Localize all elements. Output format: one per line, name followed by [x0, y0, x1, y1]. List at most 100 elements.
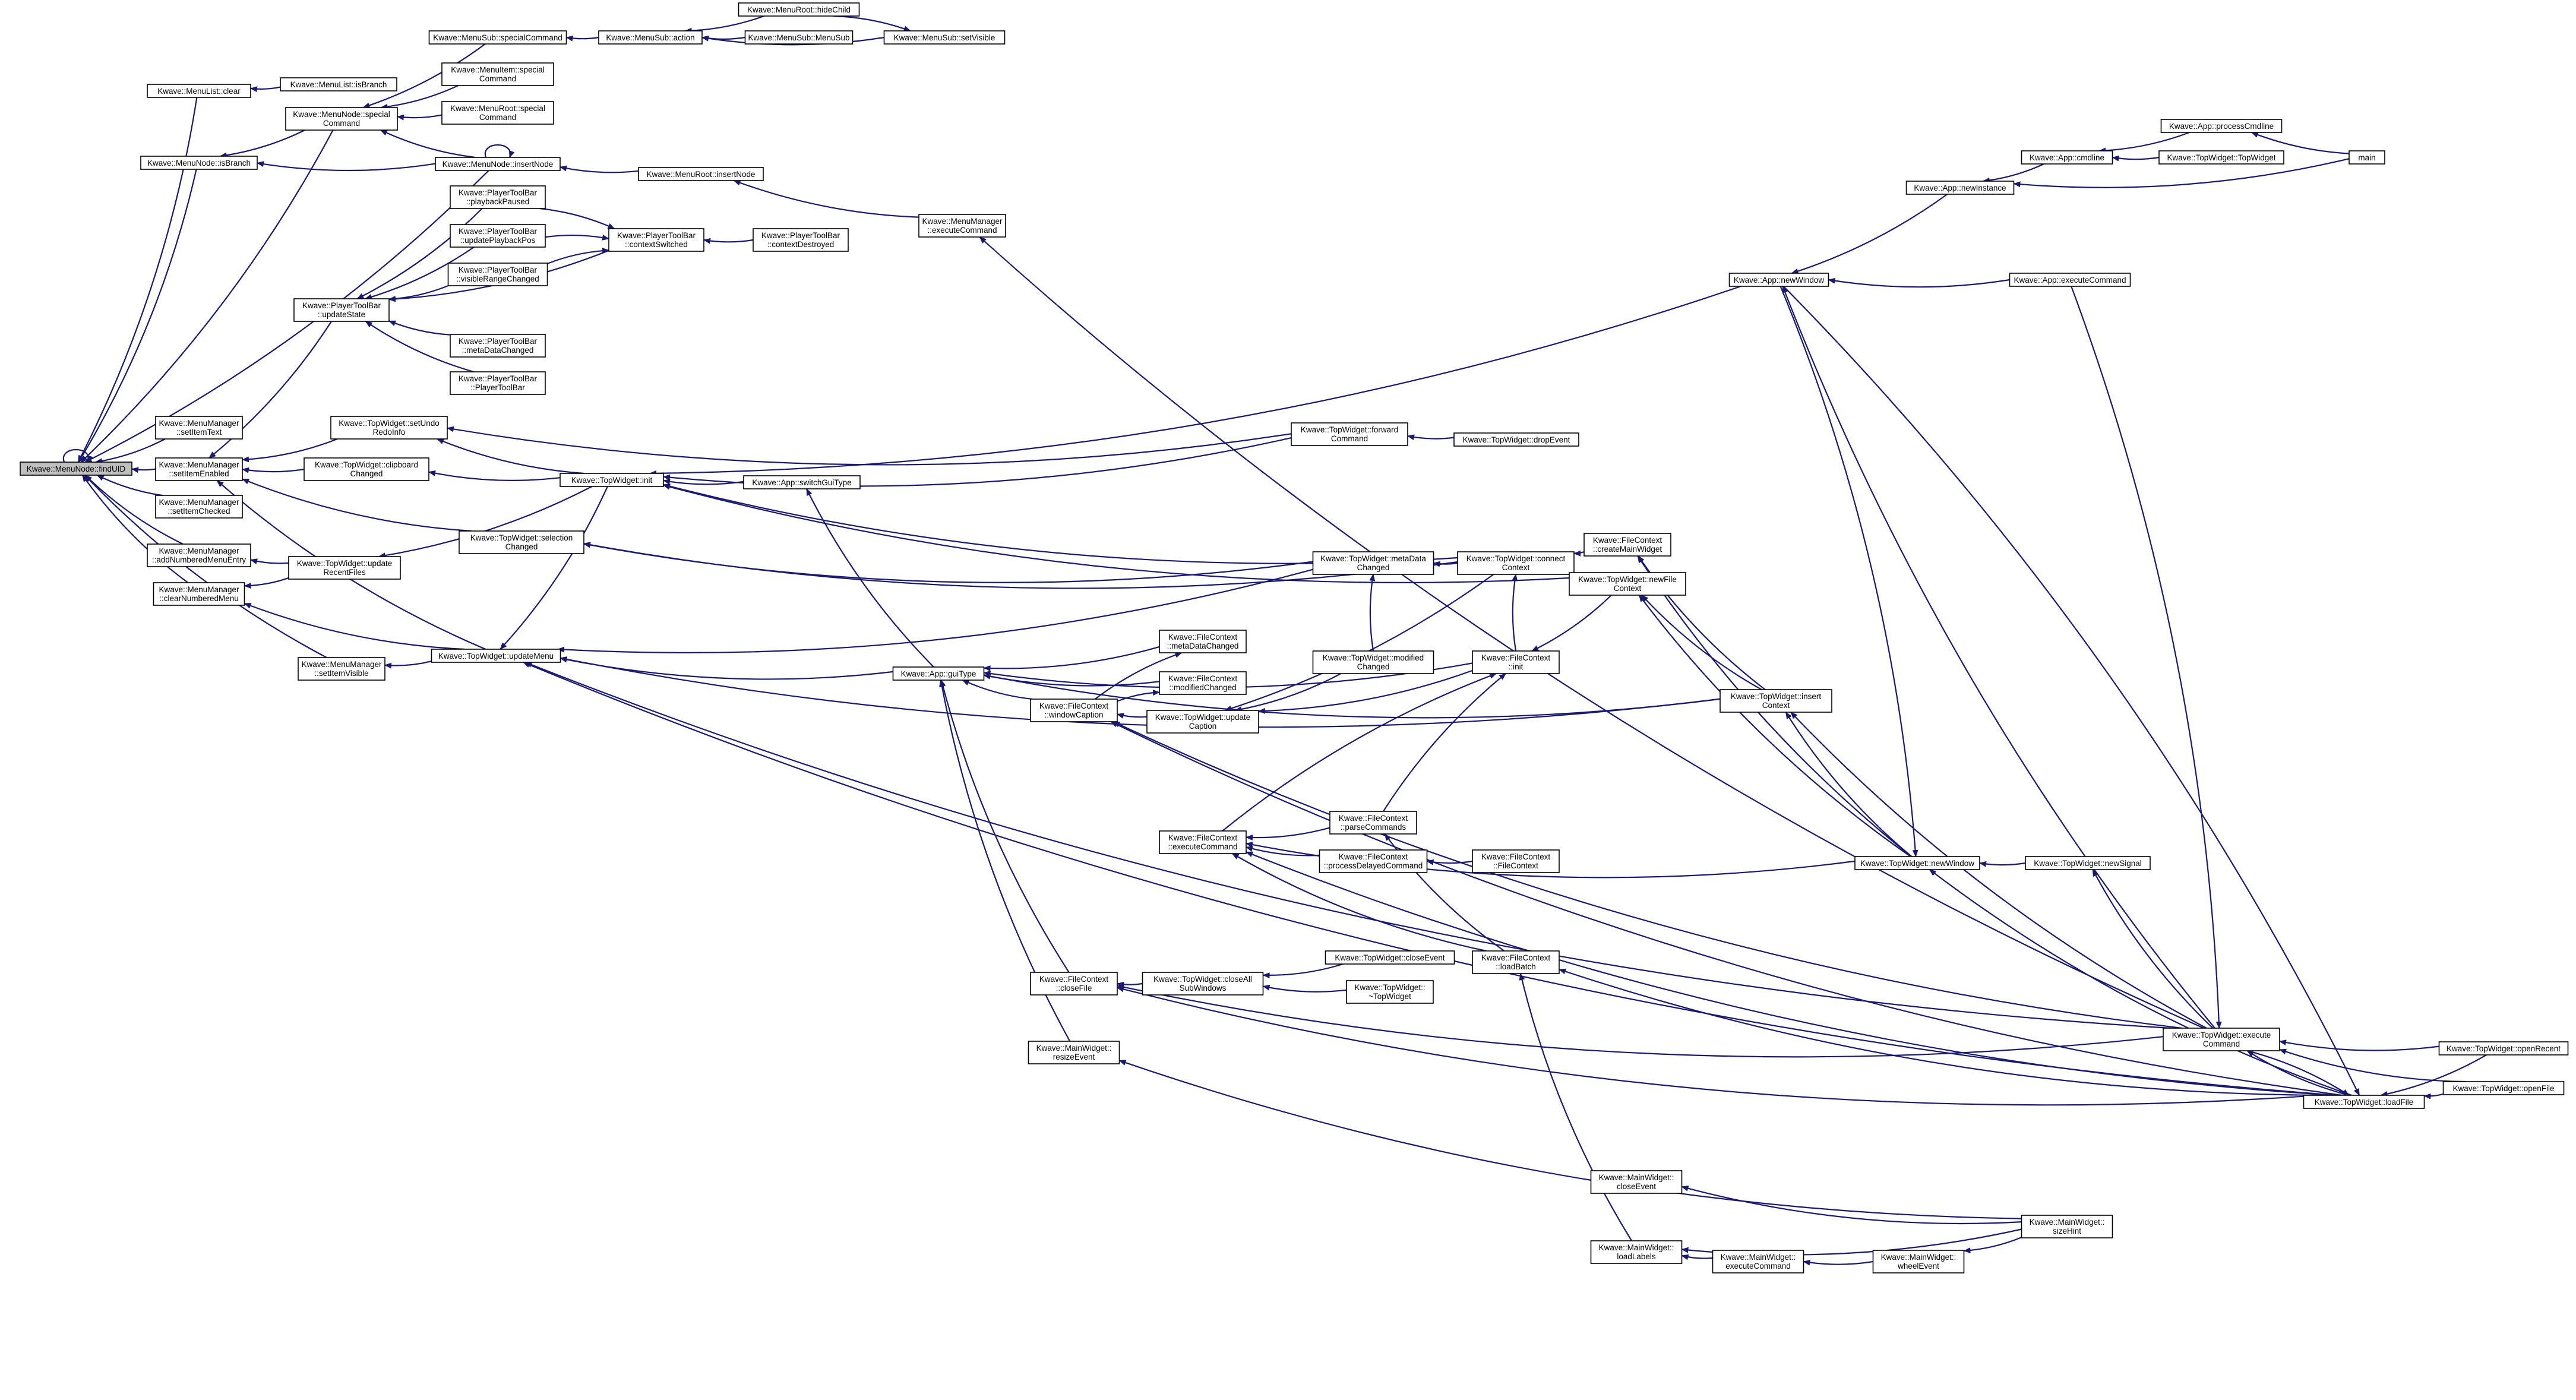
- node-mr-insert[interactable]: Kwave::MenuRoot::insertNode: [638, 167, 764, 181]
- edge-ms-special-to-mn-special: [362, 43, 486, 109]
- edge-tw-upd-menu-to-mm-clear-num: [244, 602, 465, 650]
- node-tw-init[interactable]: Kwave::TopWidget::init: [560, 473, 664, 487]
- node-mm-set-enabled[interactable]: Kwave::MenuManager::setItemEnabled: [155, 457, 243, 481]
- node-label: wheelEvent: [1897, 1262, 1939, 1271]
- node-ptb-upd-pos[interactable]: Kwave::PlayerToolBar::updatePlaybackPos: [450, 224, 546, 248]
- node-fc-close-file[interactable]: Kwave::FileContext::closeFile: [1030, 972, 1118, 996]
- node-mn-is-branch[interactable]: Kwave::MenuNode::isBranch: [140, 156, 258, 170]
- node-fc-delayed[interactable]: Kwave::FileContext::processDelayedComman…: [1319, 849, 1428, 873]
- node-mm-set-text[interactable]: Kwave::MenuManager::setItemText: [155, 416, 243, 440]
- node-box: [2160, 119, 2283, 133]
- node-tw-drop-event[interactable]: Kwave::TopWidget::dropEvent: [1453, 432, 1579, 447]
- node-fc-exec[interactable]: Kwave::FileContext::executeCommand: [1159, 830, 1247, 854]
- edge-app-new-window-to-tw-init: [649, 285, 1741, 476]
- node-mi-special[interactable]: Kwave::MenuItem::specialCommand: [441, 62, 554, 86]
- node-ms-menu-sub[interactable]: Kwave::MenuSub::MenuSub: [744, 30, 854, 45]
- node-mw-close[interactable]: Kwave::MainWidget::closeEvent: [1590, 1170, 1683, 1194]
- node-box: [288, 556, 401, 580]
- node-tw-load-file[interactable]: Kwave::TopWidget::loadFile: [2303, 1095, 2425, 1109]
- node-box: [560, 473, 664, 487]
- node-label: ::setItemEnabled: [169, 469, 229, 478]
- node-app-new-inst[interactable]: Kwave::App::newInstance: [1905, 181, 2015, 195]
- edge-mw-load-labels-to-fc-load-batch: [1519, 973, 1633, 1241]
- node-box: [304, 457, 429, 481]
- node-tw-modified[interactable]: Kwave::TopWidget::modifiedChanged: [1312, 650, 1434, 674]
- node-mw-exec[interactable]: Kwave::MainWidget::executeCommand: [1712, 1250, 1804, 1273]
- node-ptb-ctor[interactable]: Kwave::PlayerToolBar::PlayerToolBar: [450, 371, 546, 395]
- node-app-cmdline[interactable]: Kwave::App::cmdline: [2021, 150, 2113, 165]
- node-ptb-paused[interactable]: Kwave::PlayerToolBar::playbackPaused: [450, 185, 546, 209]
- node-fc-ctor[interactable]: Kwave::FileContext::FileContext: [1472, 849, 1560, 873]
- node-tw-close-event[interactable]: Kwave::TopWidget::closeEvent: [1325, 950, 1455, 965]
- node-fc-modified[interactable]: Kwave::FileContext::modifiedChanged: [1159, 671, 1247, 695]
- node-tw-dtor[interactable]: Kwave::TopWidget::~TopWidget: [1346, 980, 1434, 1004]
- node-tw-exec[interactable]: Kwave::TopWidget::executeCommand: [2163, 1028, 2280, 1051]
- node-ptb-ctx-des[interactable]: Kwave::PlayerToolBar::contextDestroyed: [753, 228, 849, 252]
- node-mw-load-labels[interactable]: Kwave::MainWidget::loadLabels: [1590, 1240, 1683, 1264]
- node-ptb-vis-range[interactable]: Kwave::PlayerToolBar::visibleRangeChange…: [447, 263, 548, 286]
- node-fc-parse[interactable]: Kwave::FileContext::parseCommands: [1329, 811, 1417, 835]
- node-app-proc-cmd[interactable]: Kwave::App::processCmdline: [2160, 119, 2283, 133]
- node-fc-create-main[interactable]: Kwave::FileContext::createMainWidget: [1583, 533, 1671, 557]
- node-label: Kwave::MenuManager: [159, 498, 239, 507]
- node-ptb-meta[interactable]: Kwave::PlayerToolBar::metaDataChanged: [450, 334, 546, 358]
- node-mr-special[interactable]: Kwave::MenuRoot::specialCommand: [441, 101, 554, 125]
- node-main[interactable]: main: [2349, 150, 2385, 165]
- node-mn-insert[interactable]: Kwave::MenuNode::insertNode: [435, 157, 561, 171]
- node-ptb-upd-state[interactable]: Kwave::PlayerToolBar::updateState: [293, 298, 390, 322]
- node-box: [147, 543, 251, 567]
- node-mw-size-hint[interactable]: Kwave::MainWidget::sizeHint: [2021, 1215, 2113, 1238]
- node-tw-ctor[interactable]: Kwave::TopWidget::TopWidget: [2158, 150, 2284, 165]
- node-mn-special[interactable]: Kwave::MenuNode::specialCommand: [285, 107, 398, 131]
- node-ml-clear[interactable]: Kwave::MenuList::clear: [147, 84, 251, 98]
- node-app-switch-gui[interactable]: Kwave::App::switchGuiType: [743, 475, 861, 489]
- node-tw-open-recent[interactable]: Kwave::TopWidget::openRecent: [2438, 1041, 2569, 1055]
- node-fc-win-caption[interactable]: Kwave::FileContext::windowCaption: [1030, 699, 1118, 722]
- node-mm-set-checked[interactable]: Kwave::MenuManager::setItemChecked: [155, 495, 243, 519]
- edge-fc-parse-to-fc-exec: [1246, 827, 1330, 841]
- node-mm-clear-num[interactable]: Kwave::MenuManager::clearNumberedMenu: [153, 582, 245, 606]
- node-ptb-ctx-sw[interactable]: Kwave::PlayerToolBar::contextSwitched: [608, 228, 704, 252]
- node-tw-meta[interactable]: Kwave::TopWidget::metaDataChanged: [1312, 551, 1434, 575]
- node-ms-set-visible[interactable]: Kwave::MenuSub::setVisible: [883, 30, 1006, 45]
- node-tw-new-signal[interactable]: Kwave::TopWidget::newSignal: [2025, 856, 2151, 870]
- node-box: [155, 495, 243, 519]
- node-mw-resize[interactable]: Kwave::MainWidget::resizeEvent: [1028, 1041, 1120, 1064]
- node-mm-add-num[interactable]: Kwave::MenuManager::addNumberedMenuEntry: [147, 543, 251, 567]
- node-tw-new-window[interactable]: Kwave::TopWidget::newWindow: [1854, 856, 1980, 870]
- node-tw-open-file[interactable]: Kwave::TopWidget::openFile: [2442, 1081, 2565, 1095]
- node-label: ~TopWidget: [1368, 992, 1411, 1001]
- node-label: Kwave::FileContext: [1339, 852, 1408, 861]
- edge-tw-drop-event-to-tw-fwd-cmd: [1407, 434, 1455, 441]
- node-find-uid[interactable]: Kwave::MenuNode::findUID: [20, 462, 132, 476]
- edge-ms-action-to-ms-special: [565, 35, 599, 42]
- node-ms-action[interactable]: Kwave::MenuSub::action: [598, 30, 703, 45]
- node-mm-set-visible[interactable]: Kwave::MenuManager::setItemVisible: [298, 657, 385, 681]
- edge-ml-clear-to-find-uid: [77, 97, 198, 463]
- node-fc-load-batch[interactable]: Kwave::FileContext::loadBatch: [1472, 950, 1560, 974]
- edge-tw-sel-changed-to-mm-set-enabled: [242, 478, 472, 532]
- node-app-gui-type[interactable]: Kwave::App::guiType: [892, 666, 985, 681]
- node-ms-special[interactable]: Kwave::MenuSub::specialCommand: [428, 30, 567, 45]
- node-app-exec[interactable]: Kwave::App::executeCommand: [2009, 273, 2131, 287]
- node-tw-upd-menu[interactable]: Kwave::TopWidget::updateMenu: [431, 649, 561, 663]
- node-ml-is-branch[interactable]: Kwave::MenuList::isBranch: [280, 77, 397, 91]
- node-label: Kwave::App::processCmdline: [2169, 122, 2274, 131]
- node-app-new-window[interactable]: Kwave::App::newWindow: [1728, 273, 1829, 287]
- node-fc-meta[interactable]: Kwave::FileContext::metaDataChanged: [1159, 630, 1247, 653]
- node-mr-hide-child[interactable]: Kwave::MenuRoot::hideChild: [738, 2, 860, 17]
- node-label: Kwave::MainWidget::: [1599, 1243, 1674, 1252]
- node-mw-wheel[interactable]: Kwave::MainWidget::wheelEvent: [1872, 1250, 1965, 1273]
- node-fc-init[interactable]: Kwave::FileContext::init: [1472, 650, 1560, 674]
- node-mm-exec[interactable]: Kwave::MenuManager::executeCommand: [918, 214, 1006, 238]
